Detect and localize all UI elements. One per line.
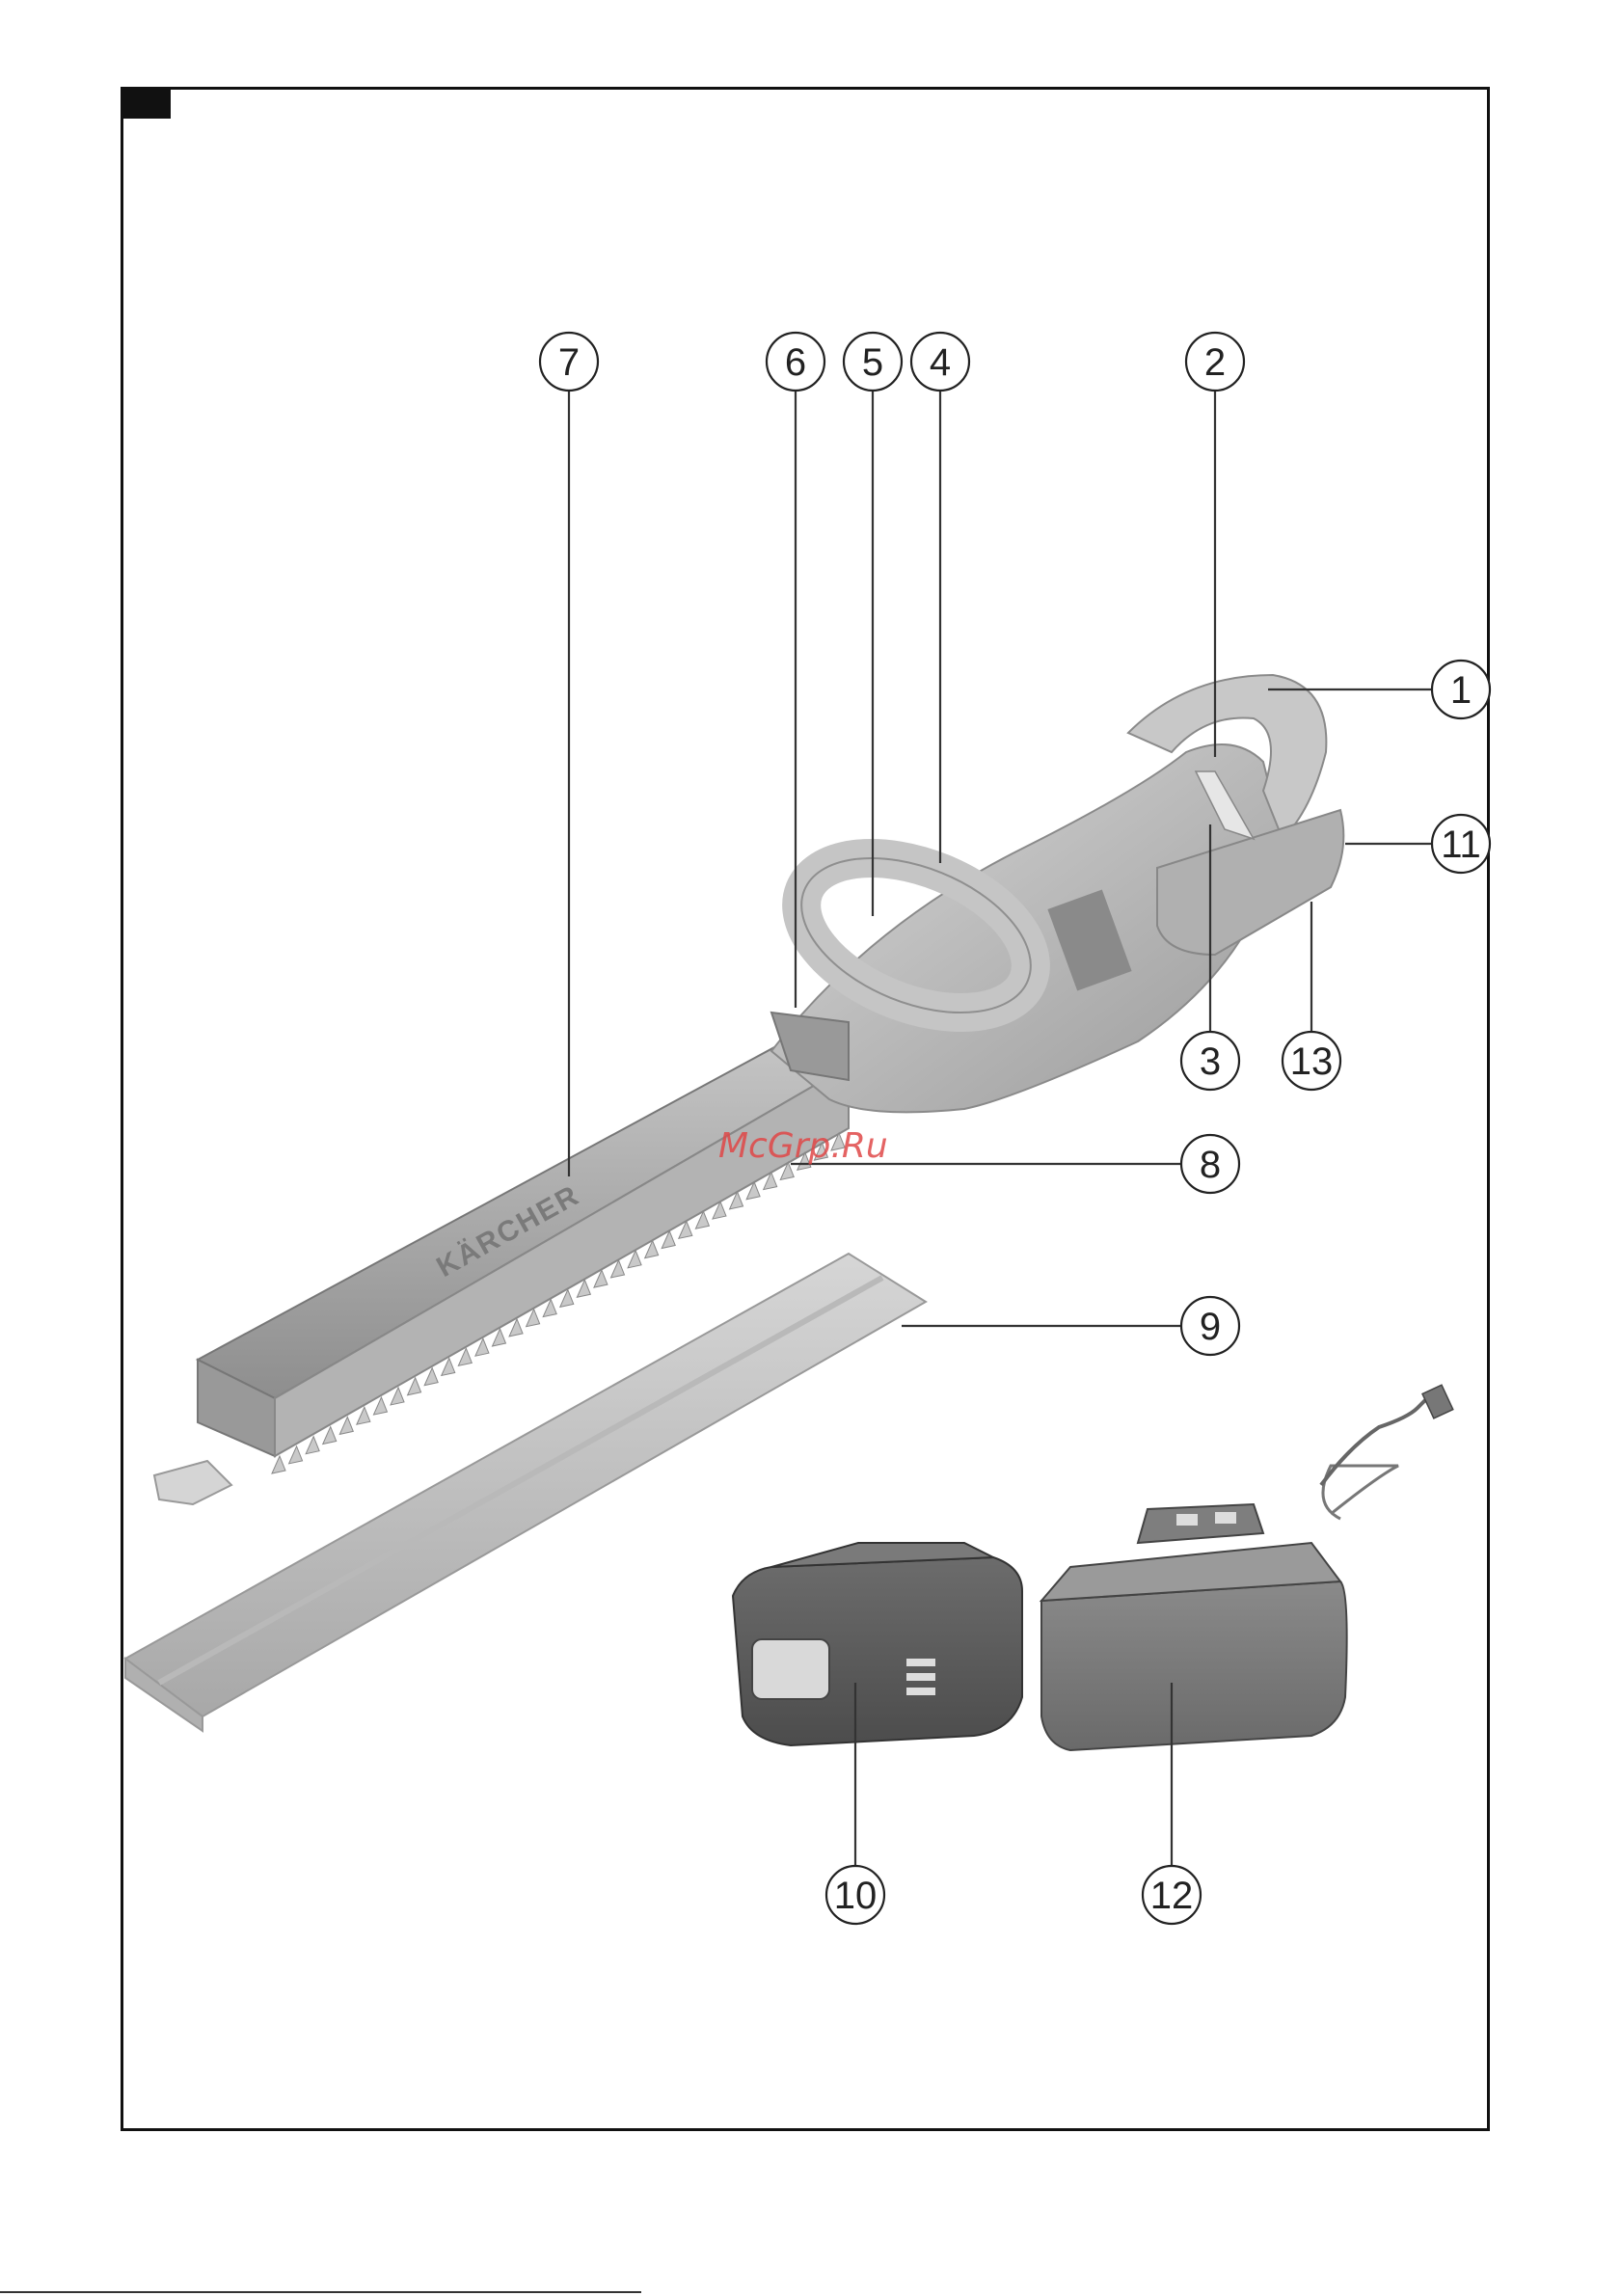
callout-1-label: 1 [1450,669,1472,712]
blade-tooth [357,1407,370,1424]
callout-13: 13 [1283,1032,1340,1090]
blade-tooth [272,1456,285,1473]
callout-12-label: 12 [1150,1875,1194,1917]
blade-tooth [373,1397,387,1415]
tool-housing [771,675,1343,1112]
callout-5-label: 5 [862,341,883,384]
callout-10: 10 [826,1866,884,1924]
callout-2: 2 [1186,333,1244,391]
callout-3: 3 [1181,1032,1239,1090]
blade-tooth [391,1388,404,1405]
callout-5: 5 [844,333,902,391]
callout-8-label: 8 [1200,1144,1221,1186]
blade-tooth [424,1368,438,1386]
callout-11: 11 [1432,815,1490,873]
callout-1: 1 [1432,661,1490,718]
callout-4-label: 4 [930,341,951,384]
callout-11-label: 11 [1441,824,1481,866]
callout-8: 8 [1181,1135,1239,1193]
callout-7-label: 7 [558,341,580,384]
blade-tooth [408,1378,421,1395]
watermark-text: McGrp.Ru [718,1126,888,1166]
callout-6: 6 [767,333,824,391]
blade-tooth [323,1427,337,1445]
callout-10-label: 10 [834,1875,878,1917]
callout-4: 4 [911,333,969,391]
cutting-blade: KÄRCHER [154,1046,849,1504]
battery-charger [1041,1385,1453,1750]
callout-12: 12 [1143,1866,1201,1924]
battery-pack [733,1543,1022,1745]
blade-tooth [306,1437,319,1454]
callout-9: 9 [1181,1297,1239,1355]
blade-tooth [339,1417,353,1434]
callout-2-label: 2 [1204,341,1226,384]
blade-tooth [289,1446,303,1464]
callout-6-label: 6 [785,341,806,384]
callout-9-label: 9 [1200,1306,1221,1348]
callout-13-label: 13 [1290,1040,1334,1083]
callout-7: 7 [540,333,598,391]
callout-3-label: 3 [1200,1040,1221,1083]
